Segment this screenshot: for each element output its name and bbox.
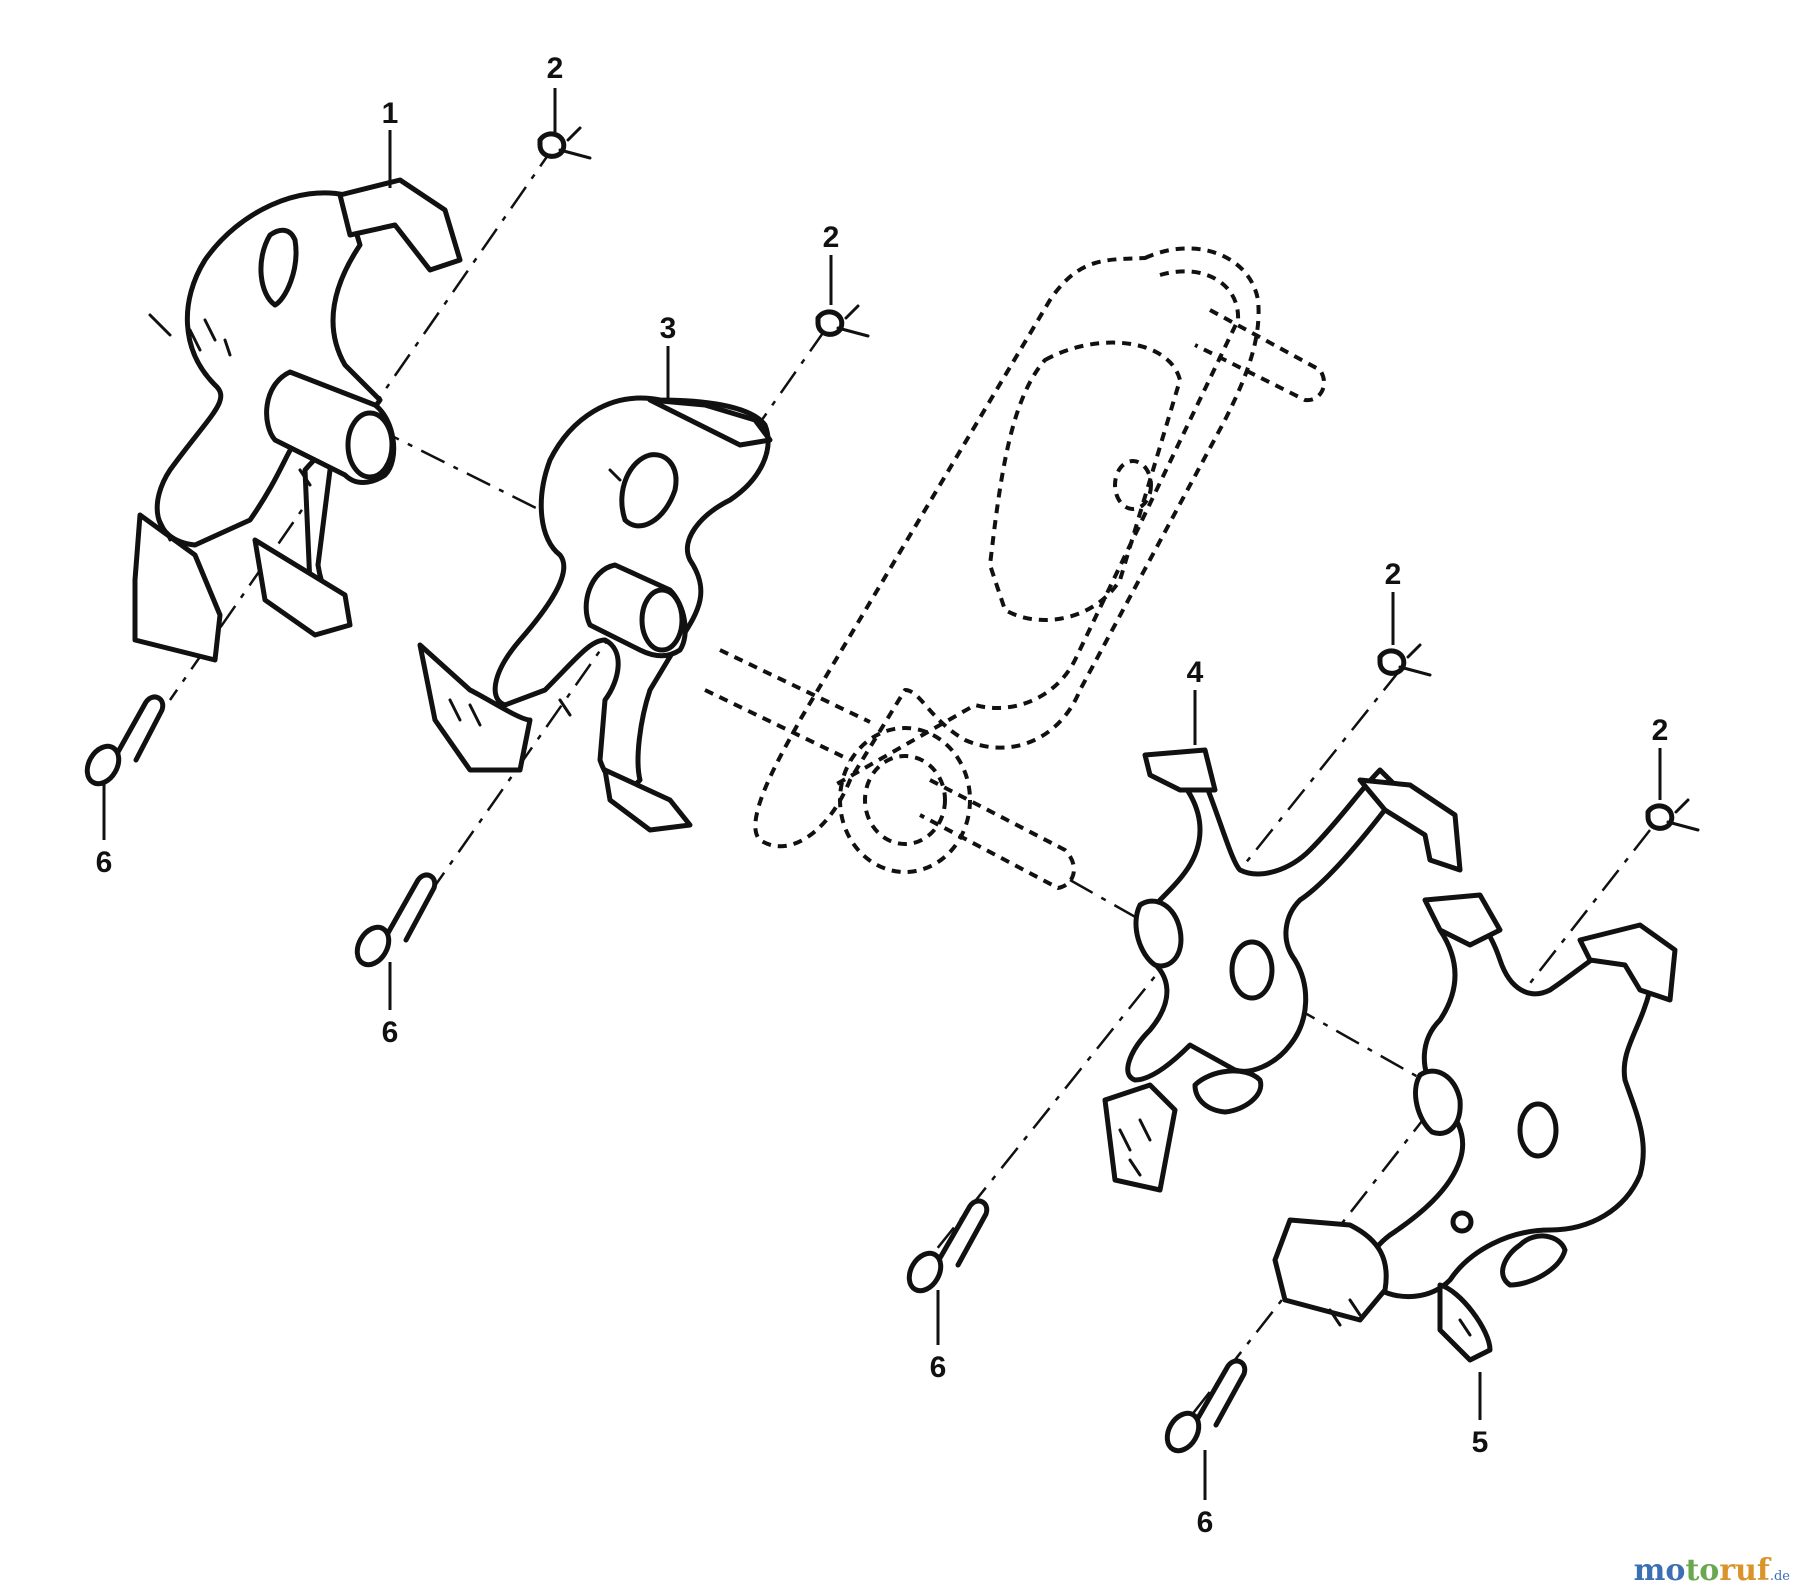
tine-5-slot [1500, 1233, 1568, 1288]
axis-pin-4 [1179, 829, 1651, 1431]
tine-3-slot [619, 452, 679, 529]
tine-1-foot [252, 537, 353, 638]
gearbox-hub-inner [863, 754, 947, 846]
tine-5-hatch [1328, 1298, 1472, 1337]
tine-4-hub-bore [1229, 939, 1275, 1001]
callout-2: 2 [1652, 714, 1669, 747]
watermark-part-1: mo [1633, 1553, 1686, 1588]
hairpin-clip-icon [1645, 798, 1700, 832]
clip-group [537, 126, 1700, 832]
watermark-suffix: .de [1769, 1569, 1790, 1584]
tine-3-hatch [448, 468, 622, 727]
tine-4-upper-blade [1142, 747, 1218, 793]
gearbox-output-shaft [704, 648, 871, 762]
watermark-logo: motoruf.de [1634, 1553, 1790, 1588]
tine-5-hole [1450, 1210, 1474, 1234]
tine-4-right-blade [1357, 777, 1463, 873]
tine-5-right-blade [1577, 922, 1678, 1003]
callout-6: 6 [1197, 1506, 1214, 1539]
callout-1: 1 [382, 97, 399, 130]
tine-1-hub-bore [345, 410, 395, 480]
gearbox-plate [988, 340, 1182, 622]
hairpin-clip-icon [1377, 643, 1432, 677]
clevis-pin-icon [354, 872, 438, 968]
pin-group [84, 694, 1248, 1454]
watermark-part-3: ruf [1719, 1553, 1770, 1588]
tine-5-hub-collar [1413, 1068, 1463, 1136]
tine-5 [1272, 892, 1678, 1363]
callout-2: 2 [1385, 558, 1402, 591]
gearbox-hub-outer [838, 726, 972, 874]
tine-1-tick [148, 313, 172, 337]
tine-4-hatch [1118, 1118, 1152, 1177]
hairpin-clip-icon [815, 304, 870, 338]
tine-4-lower-blade [1102, 1082, 1178, 1193]
callout-3: 3 [660, 312, 677, 345]
callout-6: 6 [930, 1351, 947, 1384]
callout-2: 2 [547, 52, 564, 85]
watermark-part-2: to [1685, 1553, 1720, 1588]
tine-5-upper-blade [1422, 892, 1503, 948]
clevis-pin-icon [1164, 1358, 1248, 1454]
callout-2: 2 [823, 221, 840, 254]
tine-1-upper-blade [337, 177, 463, 273]
tine-3-hub-bore [639, 587, 685, 653]
tine-1 [132, 177, 463, 663]
gearbox-housing [704, 246, 1326, 890]
gearbox-outline-inner [834, 269, 1241, 787]
callout-6: 6 [96, 846, 113, 879]
tine-3-lower-blade [417, 642, 533, 773]
tine-1-hatch [158, 318, 312, 542]
callout-6: 6 [382, 1016, 399, 1049]
gearbox-input-shaft [1194, 308, 1326, 403]
callout-leaders [102, 88, 1662, 1500]
tine-4-hub-collar [1133, 898, 1184, 969]
tine-3-foot [602, 767, 693, 833]
clevis-pin-icon [84, 694, 166, 787]
axis-pin-1 [168, 144, 557, 701]
tine-5-lower-blade [1272, 1217, 1389, 1323]
tine-3 [417, 395, 773, 833]
callout-5: 5 [1472, 1426, 1489, 1459]
tine-4 [1102, 747, 1463, 1193]
tine-5-hub-bore [1517, 1101, 1559, 1159]
callout-labels: 1 2 2 2 2 3 4 5 6 6 6 6 [96, 52, 1669, 1539]
tine-1-slot [258, 227, 299, 308]
callout-4: 4 [1187, 656, 1204, 689]
gearbox-boss [1113, 459, 1153, 511]
axle-shaft [919, 778, 1076, 890]
tine-3-upper-blade [647, 397, 773, 448]
clevis-pin-icon [906, 1198, 990, 1294]
tine-5-foot [1437, 1282, 1493, 1363]
tine-1-lower-blade [132, 512, 223, 663]
tine-4-slot [1192, 1068, 1264, 1115]
hairpin-clip-icon [537, 126, 592, 160]
